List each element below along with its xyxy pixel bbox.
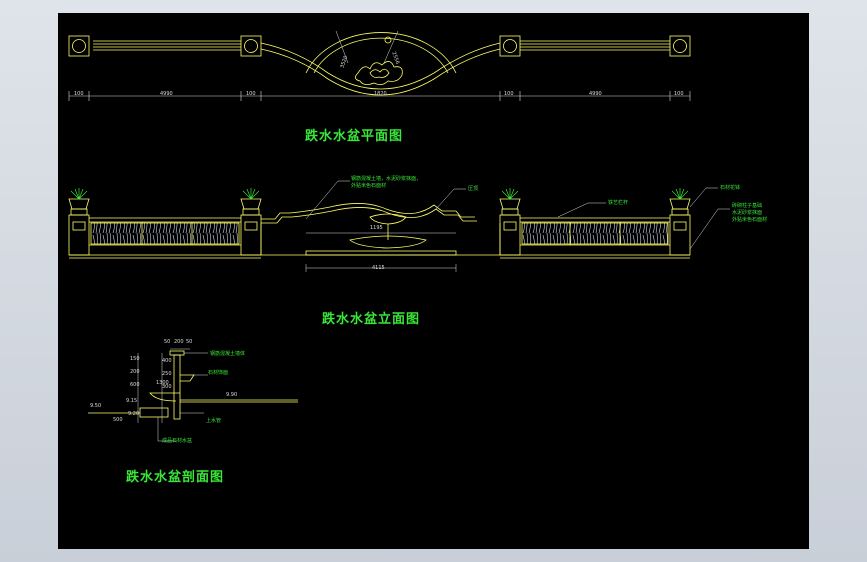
- section-note-wall: 钢筋混凝土墙体: [210, 351, 246, 357]
- planter-plants: [70, 188, 689, 200]
- section-dim-bowl: 1300: [156, 380, 169, 386]
- plan-dim-3: 100: [246, 91, 256, 97]
- cad-canvas[interactable]: 跌水水盆平面图 跌水水盆立面图 跌水水盆剖面图 100 4990 100 182…: [58, 13, 809, 549]
- section-note-bowl: 石材饰面: [208, 370, 229, 376]
- section-title: 跌水水盆剖面图: [126, 470, 225, 485]
- section-level-3: 9.20: [128, 411, 140, 417]
- section-level-2: 9.15: [126, 398, 138, 404]
- plan-title: 跌水水盆平面图: [305, 129, 404, 144]
- elevation-dim-bowl: 1195: [370, 225, 383, 231]
- note-wall-line-2: 外贴米色石面材: [351, 183, 387, 189]
- section-dim-left-3: 600: [130, 382, 140, 388]
- note-wall-line-1: 钢筋混凝土墙，水泥砂浆抹面，: [351, 176, 422, 182]
- note-planter: 石材花钵: [720, 185, 741, 191]
- section-dim-left-1: 150: [130, 356, 140, 362]
- elevation-dim-base: 4115: [372, 265, 385, 271]
- section-level-1: 9.50: [90, 403, 102, 409]
- elevation-view: [68, 198, 691, 259]
- note-column-line-2: 水泥砂浆抹面: [732, 210, 763, 216]
- plan-dim-6: 4990: [589, 91, 602, 97]
- note-column-line-3: 外贴米色石面材: [732, 217, 768, 223]
- section-dimension-lines: [137, 348, 208, 442]
- plan-view: [68, 30, 691, 96]
- plan-dim-4: 1820: [374, 91, 387, 97]
- section-note-pipe: 上水管: [206, 418, 222, 424]
- plan-dimension-line: [68, 91, 691, 101]
- plan-dim-1: 100: [74, 91, 84, 97]
- section-dim-mid-1: 400: [162, 358, 172, 364]
- plan-dim-2: 4990: [160, 91, 173, 97]
- section-dim-mid-3: 300: [162, 384, 172, 390]
- elevation-leaders: [305, 180, 730, 272]
- plan-dim-5: 100: [504, 91, 514, 97]
- section-dim-top-3: 50: [186, 339, 193, 345]
- cad-drawing: [68, 30, 730, 442]
- elevation-title: 跌水水盆立面图: [322, 312, 421, 327]
- note-column-line-1: 砖砌柱子基础: [732, 203, 763, 209]
- section-dim-mid-2: 250: [162, 371, 172, 377]
- section-dim-top-2: 200: [174, 339, 184, 345]
- section-dim-left-2: 200: [130, 369, 140, 375]
- section-level-4: 9.90: [226, 392, 238, 398]
- note-railing: 铁艺栏杆: [608, 200, 629, 206]
- note-coping: 压顶: [468, 186, 479, 192]
- section-view: [88, 350, 298, 420]
- section-note-basin: 成品石材水盆: [162, 438, 193, 444]
- section-dim-top-1: 50: [164, 339, 171, 345]
- section-dim-base: 500: [113, 417, 123, 423]
- plan-dim-7: 100: [674, 91, 684, 97]
